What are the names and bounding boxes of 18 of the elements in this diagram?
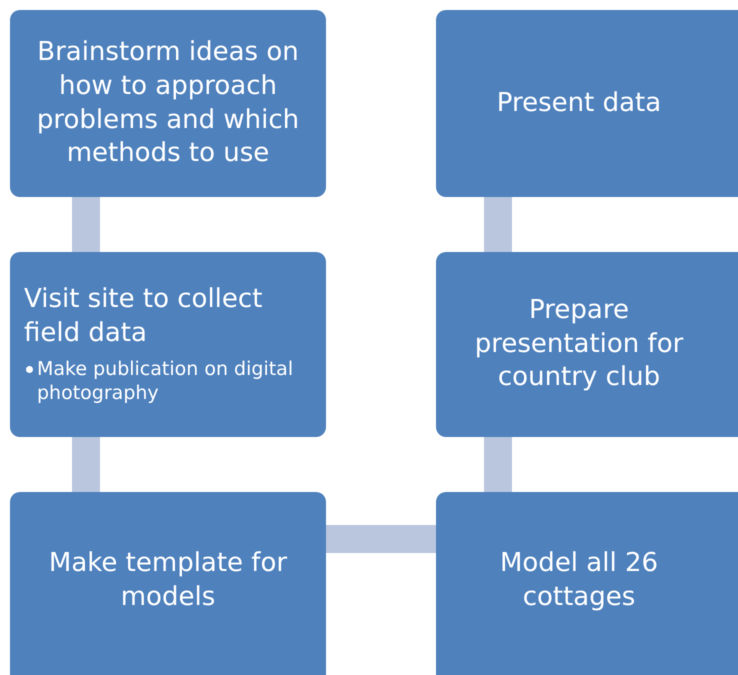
process-box: [436, 492, 738, 675]
step-text: Visit site to collect field data: [24, 283, 264, 350]
step-text: Make template for models: [48, 547, 288, 614]
process-box: [10, 10, 326, 197]
connector-bar: [72, 197, 100, 252]
connector-bar: [326, 525, 436, 553]
step-text: Prepare presentation for country club: [474, 294, 684, 394]
step-text: Model all 26 cottages: [498, 547, 660, 614]
step-text: Brainstorm ideas on how to approach problems and which methods to use: [36, 36, 300, 170]
process-box: [10, 252, 326, 437]
step-text: Present data: [496, 86, 662, 120]
process-box: [436, 10, 738, 197]
connector-bar: [72, 437, 100, 492]
connector-bar: [484, 197, 512, 252]
connector-bar: [484, 437, 512, 492]
bullet-text: Make publication on digital photography: [37, 356, 294, 406]
process-box: [10, 492, 326, 675]
process-box: [436, 252, 738, 437]
